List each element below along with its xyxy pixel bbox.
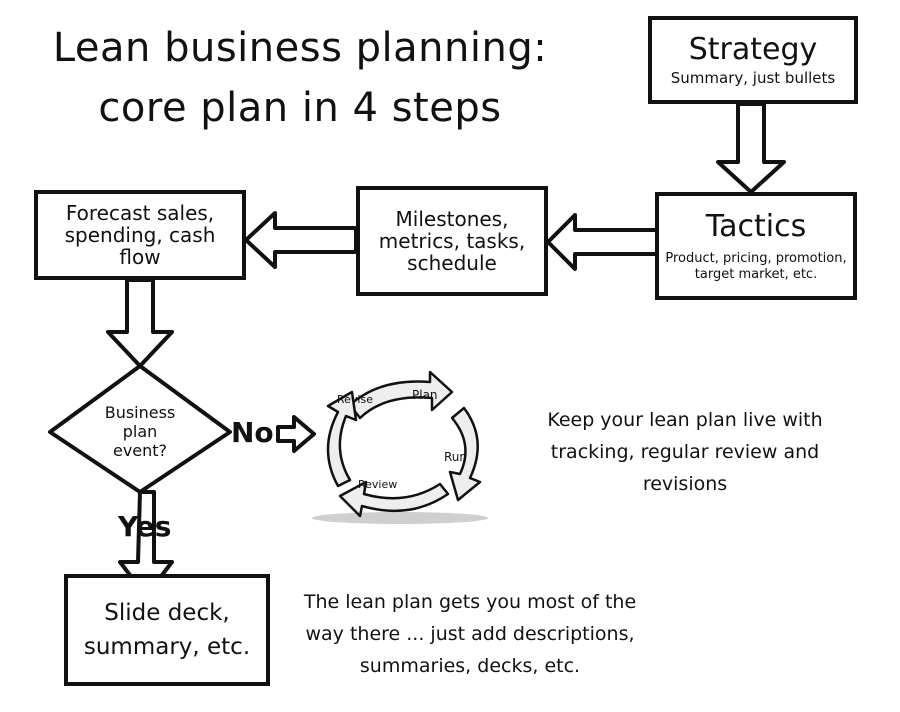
note-keep-live: Keep your lean plan live with tracking, … bbox=[520, 404, 850, 500]
decision-text: Business plan event? bbox=[90, 403, 190, 460]
arrow-tactics-to-milestones bbox=[546, 213, 662, 271]
note-lean-plan: The lean plan gets you most of the way t… bbox=[280, 586, 660, 682]
note-keep-live-line-1: Keep your lean plan live with bbox=[547, 409, 823, 431]
strategy-subtitle: Summary, just bullets bbox=[670, 69, 836, 87]
forecast-line-3: flow bbox=[119, 245, 161, 269]
tactics-heading: Tactics bbox=[705, 209, 807, 244]
milestones-box: Milestones, metrics, tasks, schedule bbox=[356, 186, 548, 296]
note-lean-plan-line-3: summaries, decks, etc. bbox=[359, 655, 581, 677]
arrow-milestones-to-forecast bbox=[244, 211, 358, 269]
slide-line-2: summary, etc. bbox=[83, 634, 251, 660]
tactics-box: Tactics Product, pricing, promotion, tar… bbox=[655, 192, 857, 300]
note-lean-plan-line-1: The lean plan gets you most of the bbox=[303, 591, 637, 613]
arrow-no-to-cycle bbox=[276, 415, 316, 453]
forecast-line-2: spending, cash bbox=[64, 223, 216, 247]
no-label: No bbox=[231, 416, 274, 449]
tactics-subtitle-2: target market, etc. bbox=[694, 267, 818, 282]
strategy-heading: Strategy bbox=[688, 32, 818, 67]
note-lean-plan-line-2: way there ... just add descriptions, bbox=[305, 623, 635, 645]
milestones-line-1: Milestones, bbox=[395, 207, 509, 231]
forecast-box: Forecast sales, spending, cash flow bbox=[34, 190, 246, 280]
cycle-label-review: Review bbox=[358, 478, 398, 491]
tactics-subtitle-1: Product, pricing, promotion, bbox=[665, 251, 847, 266]
decision-line-3: event? bbox=[112, 441, 168, 460]
decision-line-2: plan bbox=[122, 422, 158, 441]
cycle-label-run: Run bbox=[444, 450, 468, 464]
arrow-strategy-to-tactics bbox=[716, 102, 786, 194]
forecast-line-1: Forecast sales, bbox=[65, 201, 215, 225]
strategy-box: Strategy Summary, just bullets bbox=[648, 16, 858, 104]
note-keep-live-line-3: revisions bbox=[642, 473, 728, 495]
cycle-graphic bbox=[312, 370, 488, 524]
milestones-line-2: metrics, tasks, bbox=[378, 229, 526, 253]
milestones-line-3: schedule bbox=[407, 251, 497, 275]
slide-line-1: Slide deck, bbox=[104, 600, 230, 626]
cycle-label-revise: Revise bbox=[337, 393, 373, 406]
note-keep-live-line-2: tracking, regular review and bbox=[550, 441, 820, 463]
arrow-forecast-to-decision bbox=[106, 278, 174, 368]
slide-deck-box: Slide deck, summary, etc. bbox=[64, 574, 270, 686]
cycle-label-plan: Plan bbox=[412, 388, 438, 402]
title-line-2: core plan in 4 steps bbox=[98, 85, 502, 131]
diagram-title: Lean business planning: core plan in 4 s… bbox=[40, 18, 560, 138]
yes-label: Yes bbox=[118, 510, 172, 543]
decision-line-1: Business bbox=[104, 403, 176, 422]
title-line-1: Lean business planning: bbox=[52, 25, 548, 71]
